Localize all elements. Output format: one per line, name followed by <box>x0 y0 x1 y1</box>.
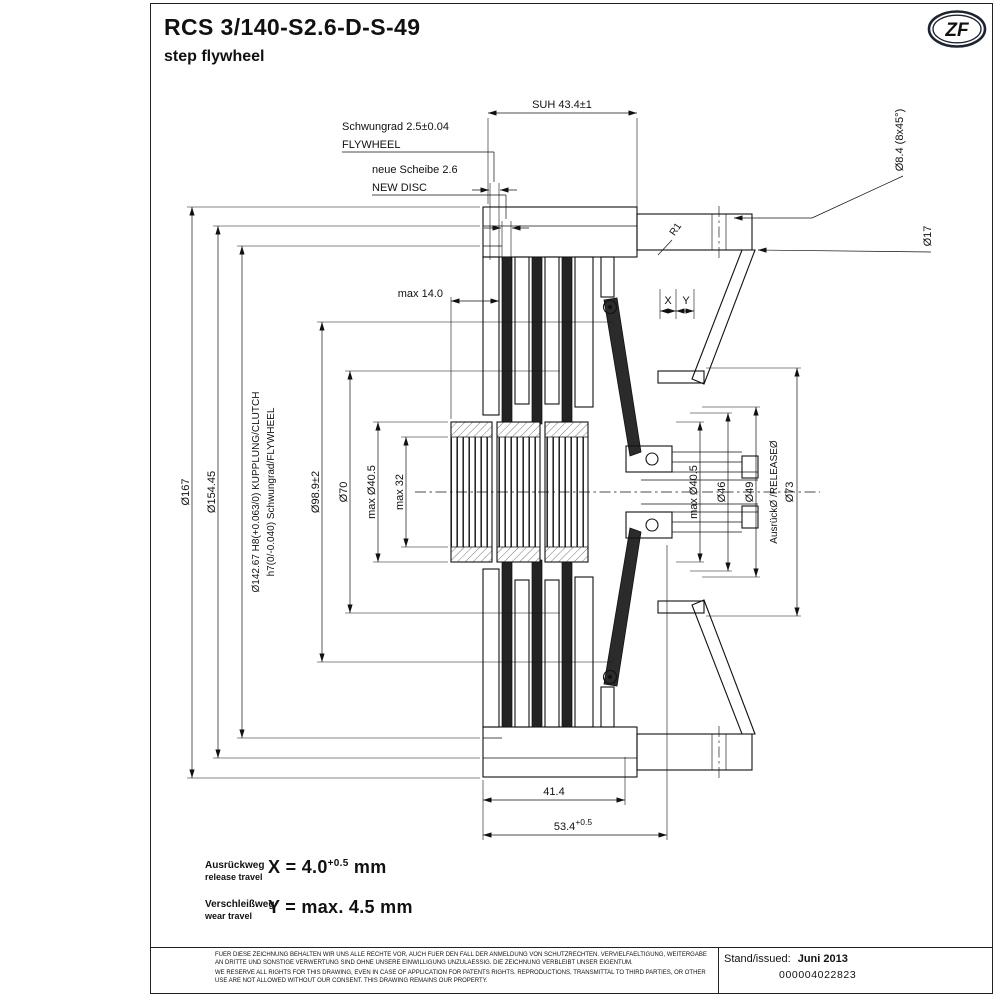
issued-block: Stand/issued: Juni 2013 <box>724 953 848 965</box>
release-travel-equation: X = 4.0 <box>268 857 328 877</box>
dim-53-4-value: 53.4 <box>554 821 575 833</box>
release-travel-unit: mm <box>353 857 387 877</box>
release-travel-label-en: release travel <box>205 872 263 882</box>
drawing-title: RCS 3/140-S2.6-D-S-49 <box>164 14 421 40</box>
dim-label-d40-right: max Ø40.5 <box>688 465 700 519</box>
upper-half-section <box>482 206 759 481</box>
document-number: 000004022823 <box>779 969 857 981</box>
dim-label-41-4: 41.4 <box>543 786 564 798</box>
diaphragm-spring <box>602 297 642 457</box>
zf-logo-outer-ring <box>927 10 987 48</box>
legal-text-en: WE RESERVE ALL RIGHTS FOR THIS DRAWING, … <box>215 970 706 985</box>
clutch-pack-section <box>501 256 594 425</box>
wear-travel-label-en: wear travel <box>205 911 253 921</box>
wear-travel-value: Y = max. 4.5 mm <box>268 897 413 918</box>
dim-label-53-4: 53.4+0.5 <box>554 817 592 833</box>
dim-label-d17: Ø17 <box>922 226 934 247</box>
footer-divider <box>718 947 719 994</box>
release-travel-tolerance: +0.5 <box>327 858 349 869</box>
release-travel-label-de: Ausrückweg <box>205 860 265 871</box>
drawing-frame <box>150 3 993 994</box>
footer-separator <box>150 947 993 948</box>
wear-travel-equation: Y = max. 4.5 mm <box>268 897 413 917</box>
issued-label: Stand/issued: <box>724 953 791 965</box>
dim-label-suh: SUH 43.4±1 <box>532 99 592 111</box>
dim-label-d70: Ø70 <box>338 482 350 503</box>
dim-label-release: AusrückØ /RELEASEØ <box>769 440 780 544</box>
dim-label-max32: max 32 <box>394 474 406 510</box>
dim-label-d154: Ø154.45 <box>206 471 218 513</box>
dim-label-d142-clutch: Ø142.67 H8(+0.063/0) KUPPLUNG/CLUTCH <box>251 392 262 593</box>
dim-label-d167: Ø167 <box>180 479 192 506</box>
dim-label-r1: R1 <box>668 221 685 238</box>
drawing-subtitle: step flywheel <box>164 48 265 65</box>
label-new-disc-de: neue Scheibe 2.6 <box>372 164 458 176</box>
issued-value: Juni 2013 <box>797 953 848 965</box>
dim-53-4-tolerance: +0.5 <box>575 817 592 827</box>
zf-logo-text: ZF <box>944 20 970 41</box>
dim-label-d142-flywheel: h7(0/-0.040) Schwungrad/FLYWHEEL <box>266 407 277 576</box>
cover-section <box>600 206 756 385</box>
zf-logo: ZF <box>927 10 987 48</box>
wear-travel-label: Verschleißweg wear travel <box>205 899 274 922</box>
dim-label-y: Y <box>682 295 690 307</box>
wear-travel-label-de: Verschleißweg <box>205 899 275 910</box>
release-travel-label: Ausrückweg release travel <box>205 860 264 883</box>
zf-logo-inner-ring <box>932 14 982 44</box>
dim-label-d49: Ø49 <box>744 482 756 503</box>
dim-label-d40-left: max Ø40.5 <box>366 465 378 519</box>
dim-label-d73: Ø73 <box>784 482 796 503</box>
label-flywheel-de: Schwungrad 2.5±0.04 <box>342 121 449 133</box>
dim-label-d98: Ø98.9±2 <box>310 471 322 513</box>
legal-text: FUER DIESE ZEICHNUNG BEHALTEN WIR UNS AL… <box>215 951 713 985</box>
dim-label-max14: max 14.0 <box>398 288 443 300</box>
dim-label-x: X <box>664 295 672 307</box>
dim-label-d46: Ø46 <box>716 482 728 503</box>
label-flywheel-en: FLYWHEEL <box>342 139 400 151</box>
legal-text-de: FUER DIESE ZEICHNUNG BEHALTEN WIR UNS AL… <box>215 952 707 967</box>
dimension-lines: Ø167 Ø154.45 Ø142.67 H8(+0.063/0) KUPPLU… <box>180 99 934 840</box>
label-new-disc-en: NEW DISC <box>372 182 427 194</box>
release-travel-value: X = 4.0+0.5 mm <box>268 857 387 878</box>
dim-label-bolt-hole: Ø8.4 (8x45°) <box>894 109 906 171</box>
